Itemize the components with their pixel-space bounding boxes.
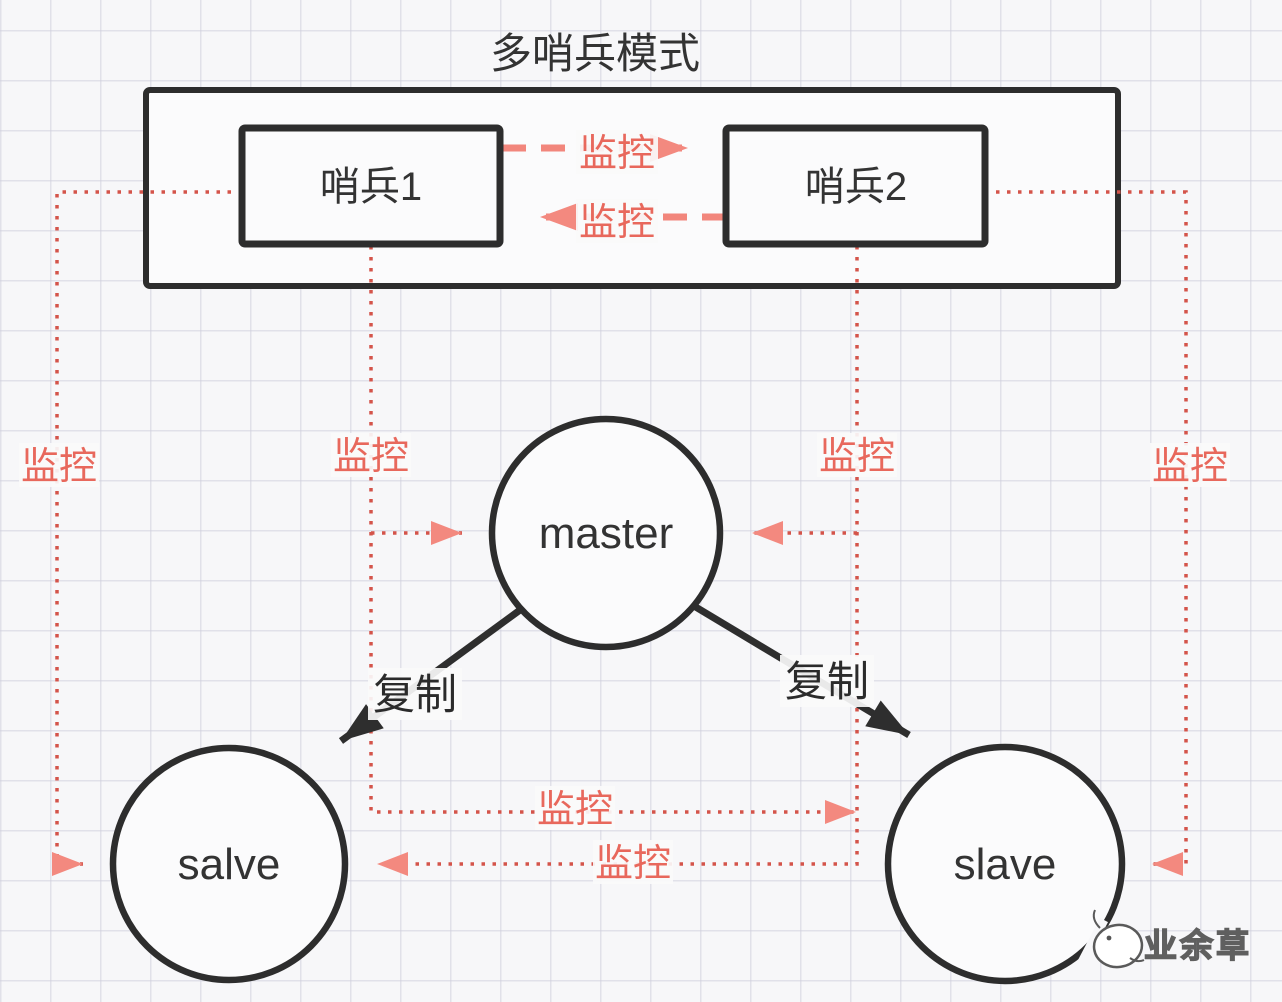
watermark-logo-icon (1092, 923, 1144, 969)
watermark-text: 业余草 (1144, 927, 1252, 964)
master-label: master (539, 509, 673, 558)
monitor-label-sentinel1-line: 监控 (333, 436, 409, 478)
watermark-logo-eye (1106, 935, 1112, 941)
sentinel2-label: 哨兵2 (805, 165, 907, 209)
replicate-label-right: 复制 (785, 658, 869, 705)
monitor-label-top: 监控 (579, 133, 655, 175)
sentinel1-box (238, 124, 504, 248)
slave-right-node (884, 743, 1126, 985)
label-bg (1150, 443, 1230, 487)
slave-left-node (109, 744, 349, 984)
label-bg (780, 655, 874, 707)
sentinel1-label: 哨兵1 (320, 165, 422, 209)
monitor-label-to-slave: 监控 (537, 789, 613, 831)
monitor-label-to-salve: 监控 (595, 843, 671, 885)
label-bg (593, 840, 673, 884)
monitor-edge-sentinel2-to-slave (985, 190, 1188, 876)
label-bg (368, 668, 462, 720)
slave-left-label: salve (178, 840, 281, 889)
diagram-title: 多哨兵模式 (490, 30, 700, 77)
replicate-label-left: 复制 (373, 671, 457, 718)
label-bg (331, 433, 411, 477)
watermark-logo-sprout (1092, 909, 1101, 929)
label-bg (535, 786, 615, 830)
watermark-logo-mouth (1129, 957, 1145, 963)
watermark: 业余草 (1077, 909, 1252, 969)
monitor-edge-sentinel2-to-salve (377, 246, 859, 876)
label-bg (19, 443, 99, 487)
label-bg (576, 199, 658, 243)
label-bg (817, 433, 897, 477)
monitor-label-far-left: 监控 (21, 446, 97, 488)
label-bg (576, 130, 658, 174)
monitor-label-sentinel2-line: 监控 (819, 436, 895, 478)
sentinel2-box (722, 124, 989, 248)
monitor-label-bottom: 监控 (579, 202, 655, 244)
monitor-label-far-right: 监控 (1152, 446, 1228, 488)
master-node (488, 415, 724, 651)
slave-right-label: slave (954, 840, 1057, 889)
monitor-edge-sentinel1-to-salve (52, 190, 242, 876)
